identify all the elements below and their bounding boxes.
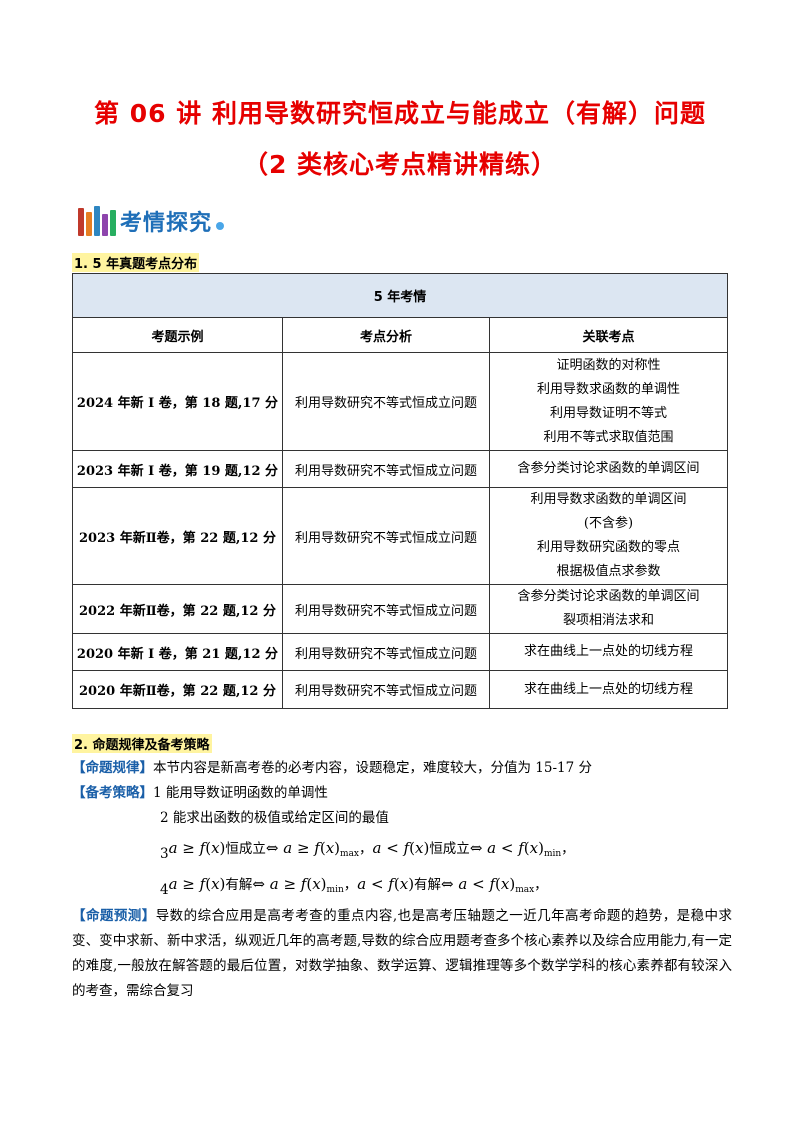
item-number: 4 — [160, 882, 169, 898]
table-row: 2024 年新 I 卷，第 18 题,17 分 利用导数研究不等式恒成立问题 证… — [72, 352, 728, 451]
exam-example: 2023 年新Ⅱ卷，第 22 题,12 分 — [72, 487, 283, 585]
related-point: 裂项相消法求和 — [562, 613, 654, 628]
page-subtitle: （2 类核心考点精讲精练） — [242, 150, 558, 179]
formula: a < f(x) — [372, 839, 430, 857]
subscript: max — [515, 885, 535, 895]
related-points: 求在曲线上一点处的切线方程 — [489, 633, 728, 671]
rule-text: 本节内容是新高考卷的必考内容，设题稳定，难度较大，分值为 15-17 分 — [153, 760, 592, 776]
related-point: 证明函数的对称性 — [556, 357, 661, 373]
related-point: (不含参) — [583, 516, 634, 531]
formula: a ≥ f(x) — [168, 875, 226, 893]
exam-analysis: 利用导数研究不等式恒成立问题 — [282, 352, 490, 451]
formula-line-4: 4a ≥ f(x)有解⇔ a ≥ f(x)min，a < f(x)有解⇔ a <… — [160, 875, 548, 898]
page-title: 第 06 讲 利用导数研究恒成立与能成立（有解）问题 — [94, 99, 706, 128]
subscript: min — [326, 885, 344, 895]
keyword: 有解 — [225, 877, 253, 893]
books-icon — [78, 206, 116, 236]
column-header: 关联考点 — [489, 317, 728, 353]
table-row: 2020 年新 I 卷，第 21 题,12 分 利用导数研究不等式恒成立问题 求… — [72, 633, 728, 671]
related-point: 利用导数证明不等式 — [549, 405, 667, 421]
strategy-item: 1 能用导数证明函数的单调性 — [153, 785, 328, 801]
subscript: min — [543, 849, 562, 859]
rule-tag: 【命题规律】 — [72, 760, 153, 776]
related-points: 利用导数求函数的单调区间 (不含参) 利用导数研究函数的零点 根据极值点求参数 — [489, 487, 728, 585]
related-point: 求在曲线上一点处的切线方程 — [523, 681, 693, 697]
related-points: 含参分类讨论求函数的单调区间 裂项相消法求和 — [489, 584, 728, 634]
exam-table: 5 年考情 考题示例 考点分析 关联考点 2024 年新 I 卷，第 18 题,… — [72, 273, 728, 709]
keyword: 恒成立 — [429, 841, 470, 857]
column-header: 考点分析 — [282, 317, 490, 353]
table-caption: 5 年考情 — [72, 273, 728, 318]
exam-analysis: 利用导数研究不等式恒成立问题 — [282, 584, 490, 634]
strategy-paragraph: 【备考策略】1 能用导数证明函数的单调性 — [72, 781, 328, 805]
related-point: 利用导数求函数的单调性 — [536, 381, 680, 397]
related-point: 含参分类讨论求函数的单调区间 — [517, 461, 700, 476]
subscript: max — [340, 849, 360, 859]
related-point: 利用导数研究函数的零点 — [536, 540, 680, 555]
exam-analysis: 利用导数研究不等式恒成立问题 — [282, 633, 490, 671]
related-points: 证明函数的对称性 利用导数求函数的单调性 利用导数证明不等式 利用不等式求取值范… — [489, 352, 728, 451]
formula-line-3: 3a ≥ f(x)恒成立⇔ a ≥ f(x)max，a < f(x)恒成立⇔ a… — [160, 839, 575, 862]
section2-heading: 2. 命题规律及备考策略 — [72, 734, 212, 753]
exam-analysis: 利用导数研究不等式恒成立问题 — [282, 670, 490, 709]
formula: ⇔ a < f(x)min — [469, 839, 562, 859]
predict-tag: 【命题预测】 — [72, 908, 156, 924]
keyword: 恒成立 — [225, 841, 266, 857]
strategy-tag: 【备考策略】 — [72, 785, 153, 801]
column-header: 考题示例 — [72, 317, 283, 353]
table-row: 2023 年新 I 卷，第 19 题,12 分 利用导数研究不等式恒成立问题 含… — [72, 450, 728, 488]
formula: a ≥ f(x) — [168, 839, 226, 857]
section-logo: 考情探究 — [78, 203, 225, 239]
exam-example: 2022 年新Ⅱ卷，第 22 题,12 分 — [72, 584, 283, 634]
exam-example: 2020 年新Ⅱ卷，第 22 题,12 分 — [72, 670, 283, 709]
formula: ⇔ a ≥ f(x)min — [252, 875, 344, 895]
exam-example: 2024 年新 I 卷，第 18 题,17 分 — [72, 352, 283, 451]
exam-example: 2020 年新 I 卷，第 21 题,12 分 — [72, 633, 283, 671]
related-point: 求在曲线上一点处的切线方程 — [523, 644, 693, 659]
table-row: 2022 年新Ⅱ卷，第 22 题,12 分 利用导数研究不等式恒成立问题 含参分… — [72, 584, 728, 634]
exam-example: 2023 年新 I 卷，第 19 题,12 分 — [72, 450, 283, 488]
formula: ⇔ a ≥ f(x)max — [265, 839, 360, 859]
related-points: 求在曲线上一点处的切线方程 — [489, 670, 728, 709]
related-point: 利用不等式求取值范围 — [543, 429, 674, 445]
related-points: 含参分类讨论求函数的单调区间 — [489, 450, 728, 488]
logo-dot-icon — [216, 222, 225, 230]
strategy-item: 2 能求出函数的极值或给定区间的最值 — [160, 810, 389, 826]
item-number: 3 — [160, 846, 169, 862]
exam-analysis: 利用导数研究不等式恒成立问题 — [282, 487, 490, 585]
logo-text: 考情探究 — [120, 211, 213, 236]
related-point: 利用导数求函数的单调区间 — [530, 492, 687, 507]
section1-heading: 1. 5 年真题考点分布 — [72, 253, 200, 272]
related-point: 根据极值点求参数 — [556, 564, 661, 579]
formula: a < f(x) — [357, 875, 415, 893]
formula: ⇔ a < f(x)max — [441, 875, 535, 895]
exam-analysis: 利用导数研究不等式恒成立问题 — [282, 450, 490, 488]
related-point: 含参分类讨论求函数的单调区间 — [517, 589, 700, 604]
prediction-paragraph: 【命题预测】导数的综合应用是高考考查的重点内容,也是高考压轴题之一近几年高考命题… — [72, 904, 732, 1004]
table-row: 2023 年新Ⅱ卷，第 22 题,12 分 利用导数研究不等式恒成立问题 利用导… — [72, 487, 728, 585]
table-row: 2020 年新Ⅱ卷，第 22 题,12 分 利用导数研究不等式恒成立问题 求在曲… — [72, 670, 728, 709]
predict-text: 导数的综合应用是高考考查的重点内容,也是高考压轴题之一近几年高考命题的趋势，是稳… — [72, 908, 733, 999]
rule-paragraph: 【命题规律】本节内容是新高考卷的必考内容，设题稳定，难度较大，分值为 15-17… — [72, 756, 592, 780]
keyword: 有解 — [414, 877, 442, 893]
